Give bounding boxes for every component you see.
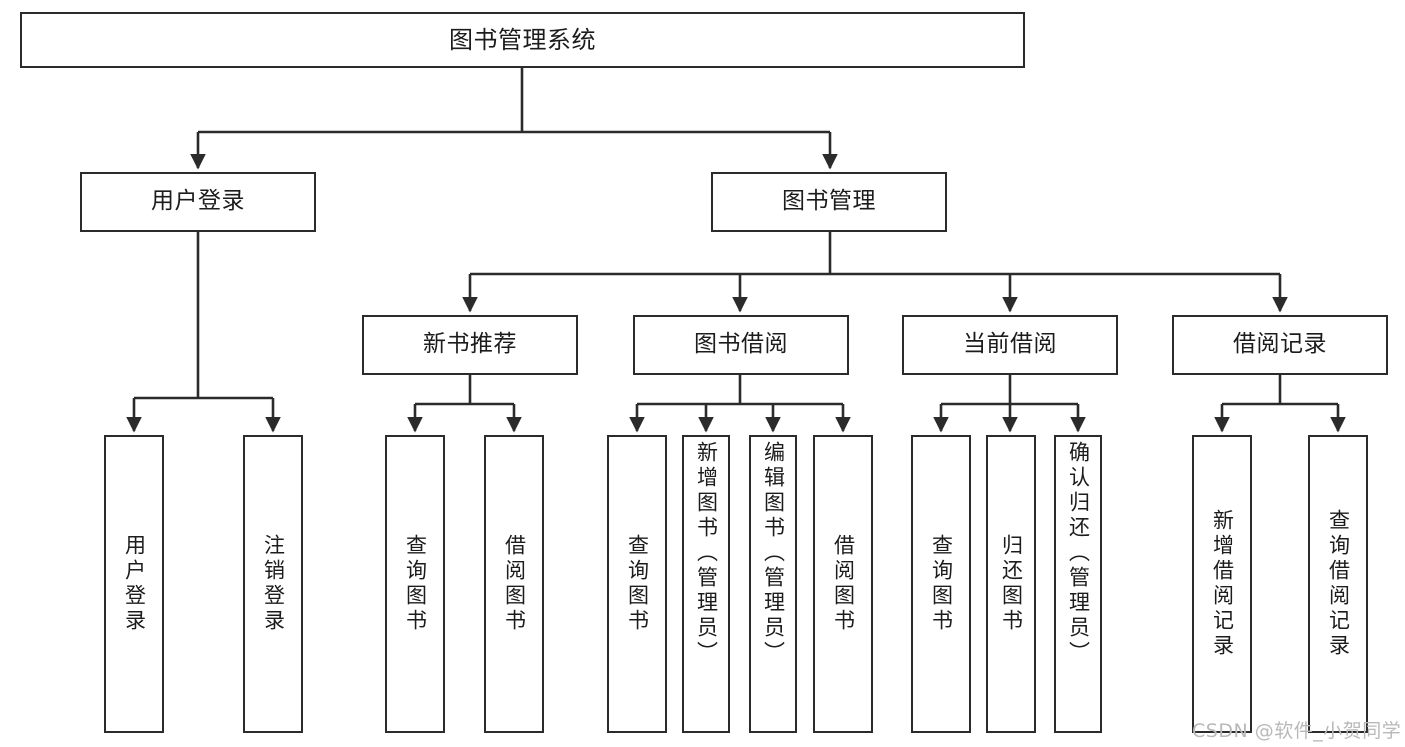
- node-label: 图书管理: [782, 188, 876, 215]
- node-label: 新书推荐: [423, 331, 517, 358]
- leaf-current-borrow-query[interactable]: 查询图书: [911, 435, 971, 733]
- node-book-borrow[interactable]: 图书借阅: [633, 315, 849, 375]
- node-label: 查询图书: [403, 534, 428, 634]
- node-label: 确认归还（管理员）: [1066, 441, 1091, 666]
- leaf-book-borrow-add-admin[interactable]: 新增图书（管理员）: [682, 435, 730, 733]
- leaf-book-borrow-query[interactable]: 查询图书: [607, 435, 667, 733]
- node-label: 编辑图书（管理员）: [761, 441, 786, 666]
- node-label: 借阅记录: [1233, 331, 1327, 358]
- node-new-book-recommend[interactable]: 新书推荐: [362, 315, 578, 375]
- node-label: 新增图书（管理员）: [694, 441, 719, 666]
- node-label: 归还图书: [999, 534, 1024, 634]
- node-label: 当前借阅: [963, 331, 1057, 358]
- node-label: 用户登录: [122, 534, 147, 634]
- node-book-management[interactable]: 图书管理: [711, 172, 947, 232]
- node-label: 注销登录: [261, 534, 286, 634]
- leaf-new-book-query[interactable]: 查询图书: [385, 435, 445, 733]
- leaf-user-login-signout[interactable]: 注销登录: [243, 435, 303, 733]
- node-label: 图书管理系统: [449, 25, 596, 54]
- leaf-borrow-records-add[interactable]: 新增借阅记录: [1192, 435, 1252, 733]
- leaf-current-borrow-return[interactable]: 归还图书: [986, 435, 1036, 733]
- leaf-new-book-borrow[interactable]: 借阅图书: [484, 435, 544, 733]
- node-label: 用户登录: [151, 188, 245, 215]
- leaf-book-borrow-borrow[interactable]: 借阅图书: [813, 435, 873, 733]
- node-label: 新增借阅记录: [1210, 509, 1235, 659]
- node-borrow-records[interactable]: 借阅记录: [1172, 315, 1388, 375]
- node-label: 借阅图书: [502, 534, 527, 634]
- node-current-borrow[interactable]: 当前借阅: [902, 315, 1118, 375]
- csdn-watermark: CSDN @软件_小贺同学: [1192, 720, 1402, 742]
- leaf-current-borrow-confirm-admin[interactable]: 确认归还（管理员）: [1054, 435, 1102, 733]
- node-root-library-system[interactable]: 图书管理系统: [20, 12, 1025, 68]
- node-label: 图书借阅: [694, 331, 788, 358]
- node-label: 借阅图书: [831, 534, 856, 634]
- leaf-borrow-records-query[interactable]: 查询借阅记录: [1308, 435, 1368, 733]
- node-label: 查询图书: [929, 534, 954, 634]
- node-label: 查询借阅记录: [1326, 509, 1351, 659]
- leaf-book-borrow-edit-admin[interactable]: 编辑图书（管理员）: [749, 435, 797, 733]
- node-user-login[interactable]: 用户登录: [80, 172, 316, 232]
- node-label: 查询图书: [625, 534, 650, 634]
- leaf-user-login-signin[interactable]: 用户登录: [104, 435, 164, 733]
